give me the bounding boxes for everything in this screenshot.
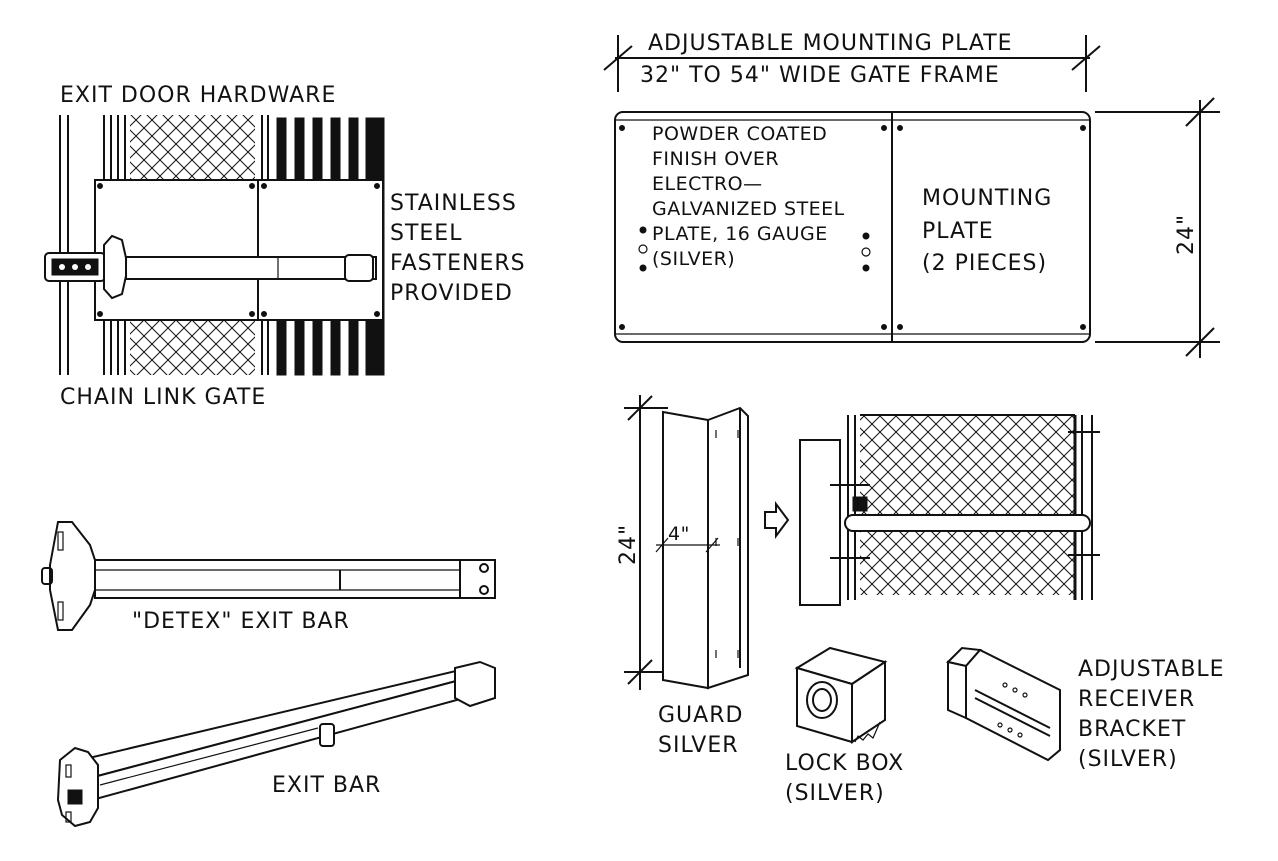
right-outline-arrow-icon [764,501,790,539]
chain-link-mesh-top [130,115,255,180]
svg-text:STEEL: STEEL [390,221,462,246]
label-guard-height: 24" [616,524,641,565]
label-gate-frame-width: 32" TO 54" WIDE GATE FRAME [640,63,1000,88]
svg-text:FASTENERS: FASTENERS [390,251,526,276]
lock-box-detail: LOCK BOX (SILVER) [785,646,904,806]
svg-text:ELECTRO—: ELECTRO— [652,173,763,195]
svg-text:RECEIVER: RECEIVER [1078,687,1195,712]
mounting-plate-elevation [94,179,384,321]
svg-text:BRACKET: BRACKET [1078,717,1186,742]
mounting-plate [614,111,1091,343]
svg-text:PROVIDED: PROVIDED [390,281,513,306]
svg-text:(SILVER): (SILVER) [652,248,735,270]
adjustable-mounting-plate-detail: ADJUSTABLE MOUNTING PLATE 32" TO 54" WID… [603,31,1220,358]
svg-text:GALVANIZED STEEL: GALVANIZED STEEL [652,198,845,220]
label-receiver-bracket: ADJUSTABLE [1078,657,1225,682]
label-chain-link-gate: CHAIN LINK GATE [60,385,266,410]
label-stainless-fasteners: STAINLESS STEEL FASTENERS PROVIDED [390,191,526,306]
exit-door-hardware-elevation: EXIT DOOR HARDWARE [44,83,526,410]
guard-installed-on-gate [799,414,1100,606]
svg-text:MOUNTING: MOUNTING [922,186,1052,211]
guard-detail: 24" 4" GUARD SILVER [616,395,749,758]
detex-exit-bar-drawing: "DETEX" EXIT BAR [41,521,496,634]
exit-bar-isometric-drawing: EXIT BAR [56,660,496,828]
label-exit-door-hardware: EXIT DOOR HARDWARE [60,83,336,108]
exit-bar-on-gate [44,234,377,300]
chain-link-mesh-bottom [130,320,255,375]
svg-text:PLATE, 16 GAUGE: PLATE, 16 GAUGE [652,223,828,245]
label-detex-exit-bar: "DETEX" EXIT BAR [132,609,350,634]
label-lock-box: LOCK BOX [785,751,904,776]
svg-text:(SILVER): (SILVER) [1078,747,1178,772]
svg-text:PLATE: PLATE [922,219,994,244]
svg-text:STAINLESS: STAINLESS [390,191,517,216]
svg-text:POWDER COATED: POWDER COATED [652,123,827,145]
receiver-bracket-detail: ADJUSTABLE RECEIVER BRACKET (SILVER) [946,646,1225,772]
label-plate-height: 24" [1174,214,1199,255]
label-guard: GUARD [658,703,743,728]
label-adjustable-mounting-plate: ADJUSTABLE MOUNTING PLATE [648,31,1013,56]
label-mounting-plate: MOUNTING PLATE (2 PIECES) [922,186,1052,276]
svg-text:FINISH OVER: FINISH OVER [652,148,779,170]
svg-text:(2 PIECES): (2 PIECES) [922,251,1047,276]
svg-text:(SILVER): (SILVER) [785,781,885,806]
label-exit-bar: EXIT BAR [272,773,381,798]
label-powder-coated: POWDER COATED FINISH OVER ELECTRO— GALVA… [652,123,845,270]
label-guard-depth: 4" [668,523,690,545]
svg-text:SILVER: SILVER [658,733,739,758]
